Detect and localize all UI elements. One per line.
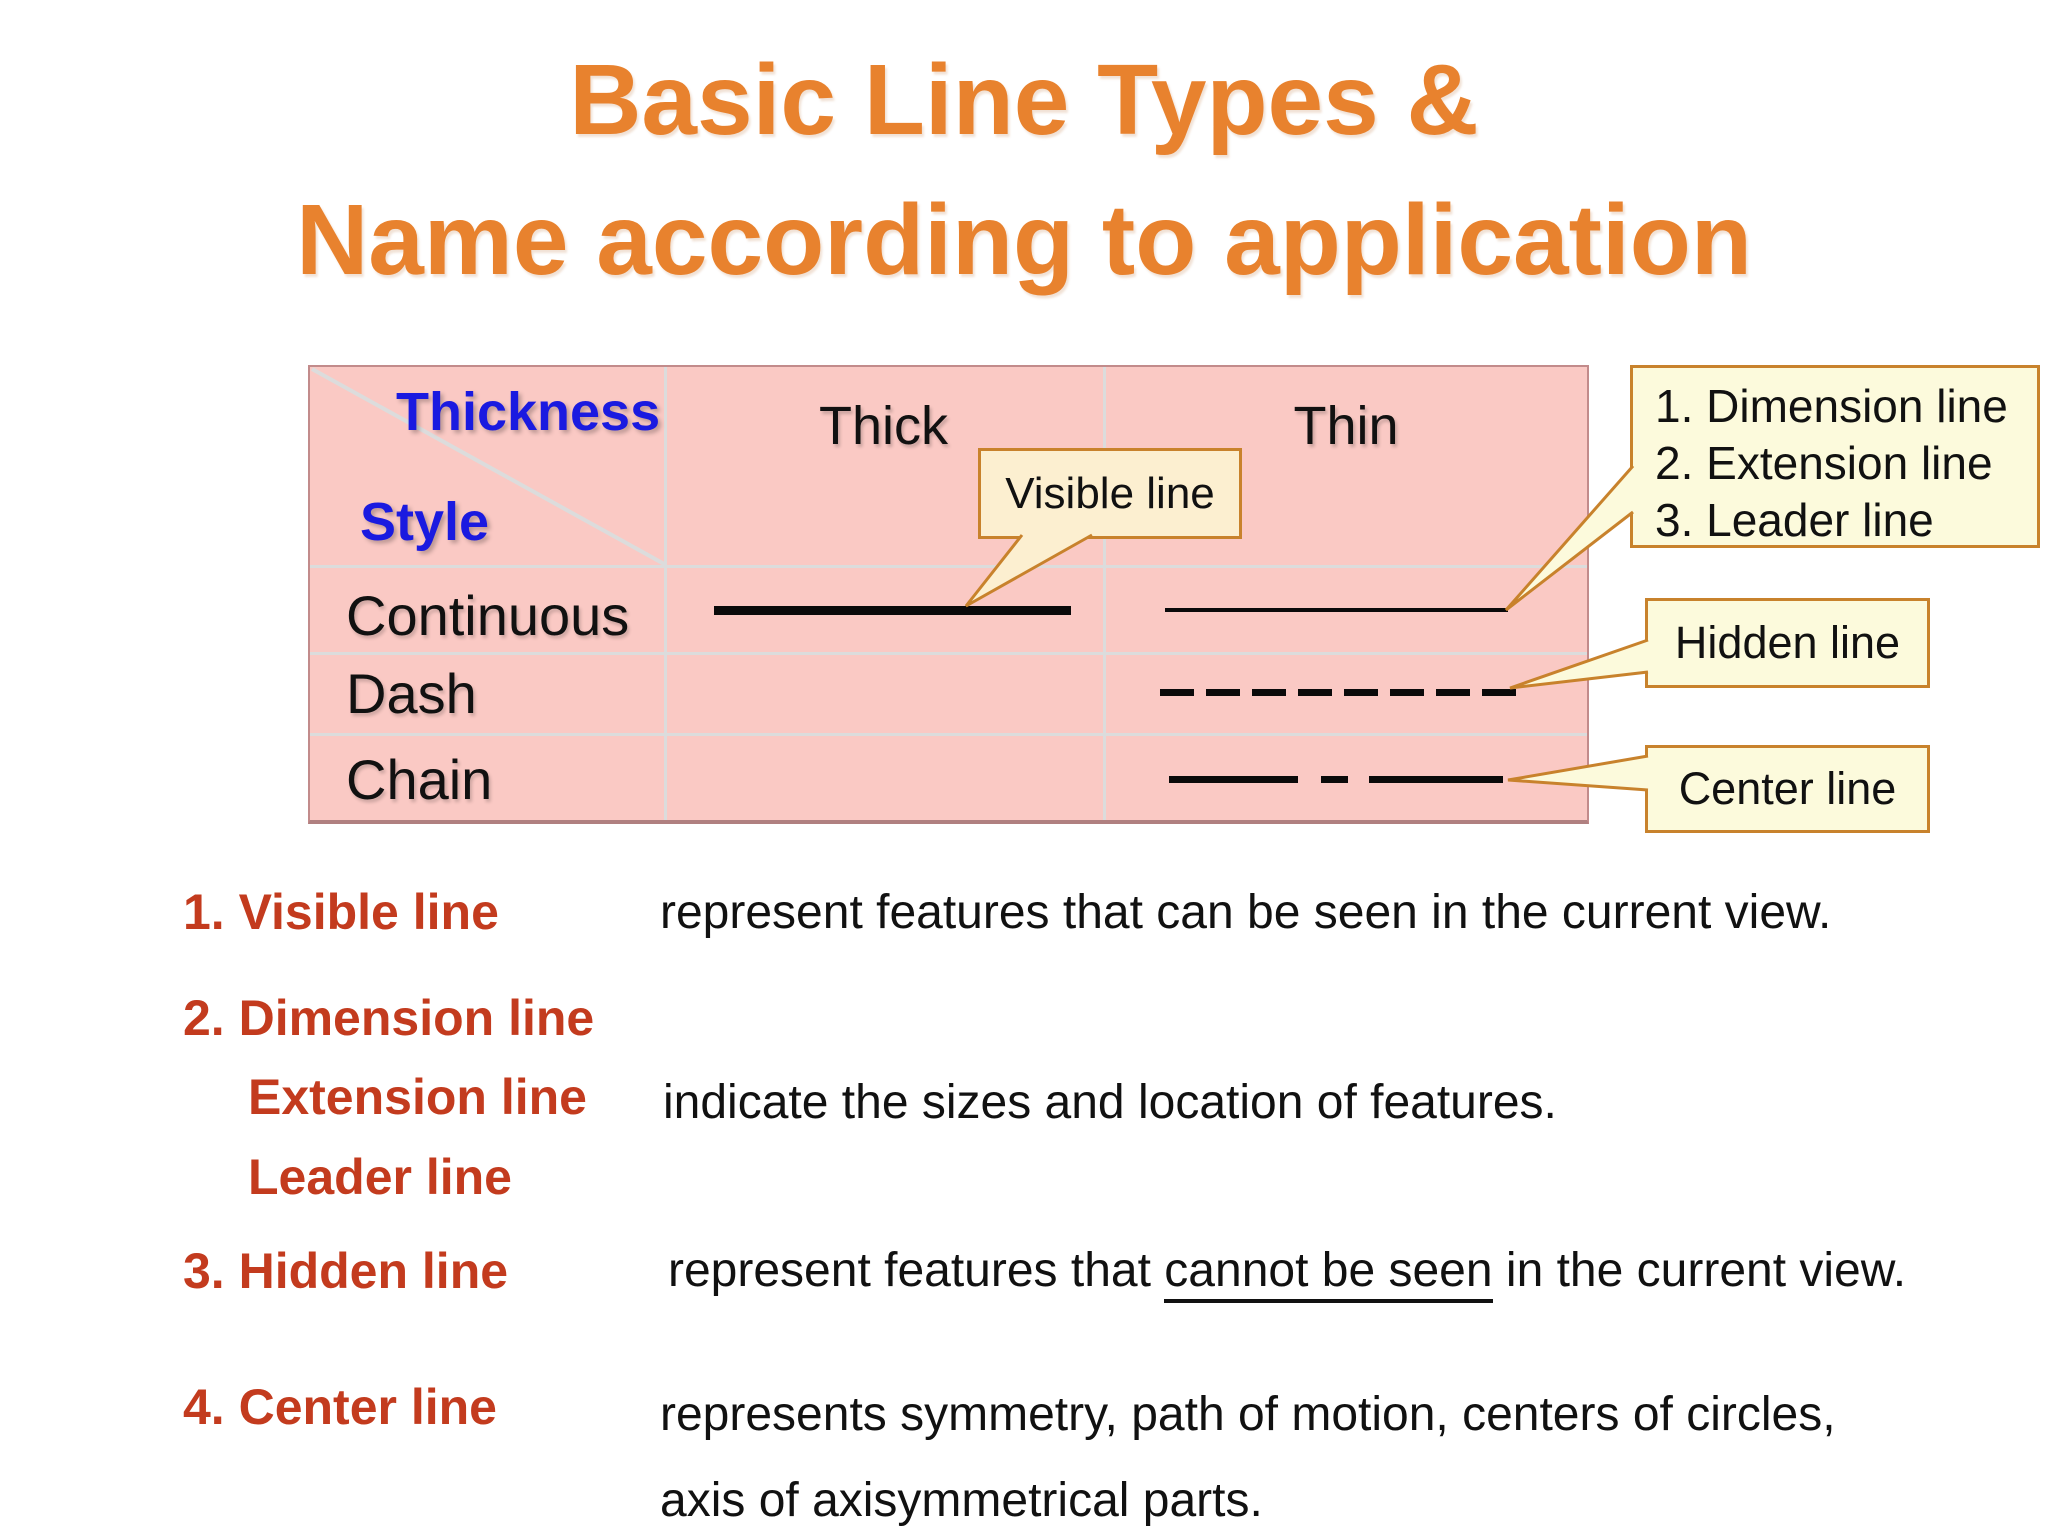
row-header-continuous: Continuous — [346, 584, 630, 647]
thin-dashed-line-sample — [1160, 689, 1516, 696]
slide-title: Basic Line Types & Name according to app… — [0, 30, 2048, 310]
definition-4-heading: 4. Center line — [183, 1379, 497, 1435]
definition-2-subterm-extension: Extension line — [248, 1069, 587, 1125]
title-line-2: Name according to application — [296, 184, 1752, 296]
definition-3-description-underlined: cannot be seen — [1164, 1244, 1493, 1303]
table-grid-vline-2 — [1103, 367, 1106, 820]
table-grid-hline-2 — [310, 652, 1587, 655]
thin-continuous-line-sample — [1165, 608, 1508, 612]
callout-dimension-line-1: 1. Dimension line — [1655, 380, 2008, 432]
callout-center-line-label: Center line — [1678, 763, 1897, 814]
corner-label-style: Style — [360, 492, 490, 552]
definition-3-heading: 3. Hidden line — [183, 1243, 509, 1299]
callout-hidden-line-label: Hidden line — [1674, 617, 1901, 668]
definition-3-description: represent features that cannot be seen i… — [668, 1243, 1907, 1303]
callout-dimension-line-2: 2. Extension line — [1655, 437, 1993, 489]
definition-2-subterm-leader: Leader line — [248, 1149, 512, 1205]
callout-visible-line: Visible line — [978, 448, 1242, 539]
table-grid-vline-1 — [664, 367, 667, 820]
header-diagonal-line — [311, 367, 666, 565]
title-line-1: Basic Line Types & — [569, 44, 1479, 156]
row-header-chain: Chain — [346, 748, 493, 811]
definition-2-heading: 2. Dimension line — [183, 990, 595, 1046]
column-header-thin: Thin — [1293, 396, 1399, 456]
corner-label-thickness: Thickness — [396, 382, 661, 442]
definition-3-description-pre: represent features that — [668, 1244, 1165, 1297]
callout-hidden-line: Hidden line — [1645, 598, 1930, 688]
definition-4-description-line-1: represents symmetry, path of motion, cen… — [660, 1388, 1836, 1441]
definition-1-heading: 1. Visible line — [183, 884, 499, 940]
line-types-table: Thickness Style Thick Thin Continuous Da… — [308, 365, 1589, 824]
definition-4-description-line-2: axis of axisymmetrical parts. — [660, 1474, 1263, 1527]
callout-center-line: Center line — [1645, 745, 1930, 833]
definition-3-description-post: in the current view. — [1492, 1244, 1907, 1297]
table-grid-hline-3 — [310, 733, 1587, 736]
table-grid-hline-1 — [310, 565, 1587, 568]
thin-chain-line-sample — [1169, 776, 1503, 783]
callout-dimension-line-3: 3. Leader line — [1655, 494, 1934, 546]
column-header-thick: Thick — [818, 396, 948, 456]
definition-2-description: indicate the sizes and location of featu… — [663, 1076, 1557, 1129]
callout-visible-line-label: Visible line — [1005, 468, 1215, 518]
callout-dimension-lines: 1. Dimension line 2. Extension line 3. L… — [1630, 365, 2040, 548]
definition-1-description: represent features that can be seen in t… — [660, 886, 1832, 939]
row-header-dash: Dash — [346, 662, 477, 725]
thick-continuous-line-sample — [714, 606, 1071, 615]
